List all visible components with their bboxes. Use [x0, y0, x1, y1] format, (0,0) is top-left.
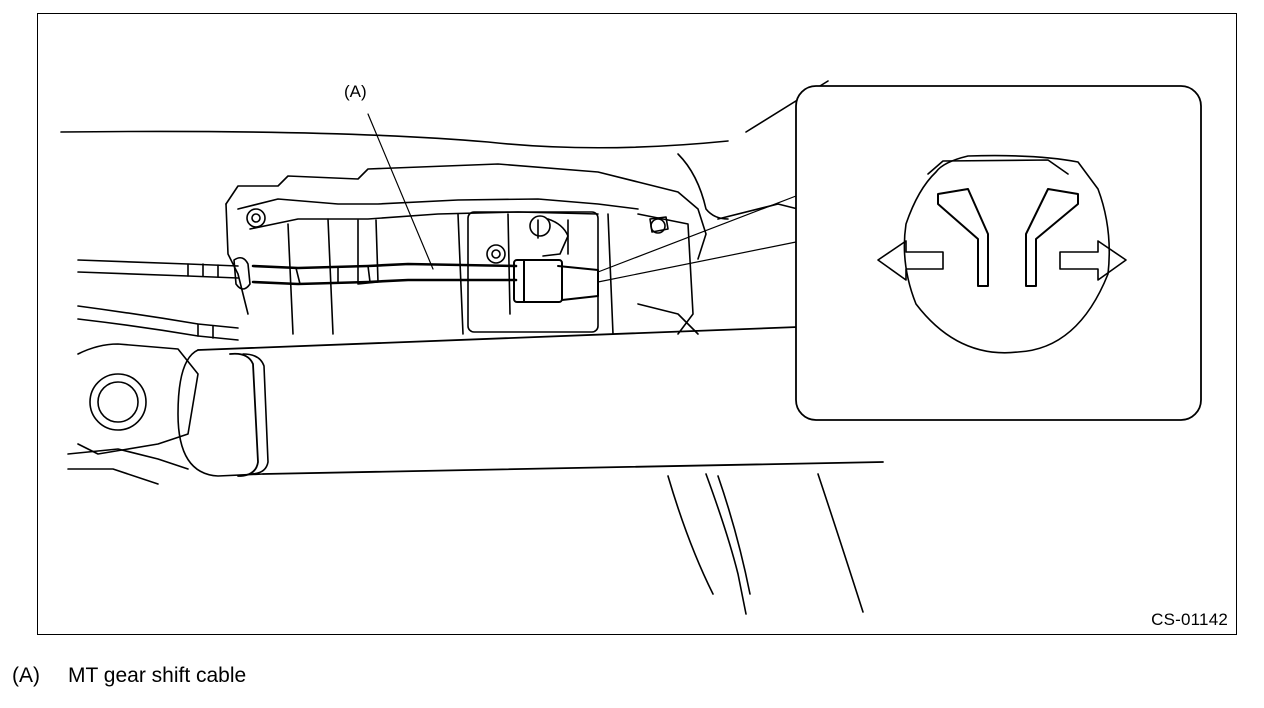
- bolt-left: [246, 208, 266, 228]
- propeller-shaft-top: [197, 326, 799, 351]
- lower-strut-1: [667, 475, 714, 595]
- detail-leader-top: [597, 195, 797, 273]
- legend-item: (A) MT gear shift cable: [12, 664, 246, 688]
- clip-body: [903, 154, 1111, 354]
- shift-cable: [251, 262, 518, 270]
- legend-text: MT gear shift cable: [68, 664, 247, 687]
- lower-strut-2: [817, 473, 864, 613]
- line-drawing: [60, 80, 1202, 615]
- illustration-frame: (A) CS-01142: [37, 13, 1237, 635]
- clip-tab-left: [937, 188, 989, 287]
- floor-contour-line: [60, 130, 729, 149]
- callout-a-label: (A): [344, 82, 367, 101]
- figure-code: CS-01142: [1151, 610, 1228, 629]
- detail-inset: [795, 85, 1202, 421]
- legend-key: (A): [12, 664, 40, 687]
- universal-joint: [77, 343, 199, 455]
- callout-leader: [367, 113, 434, 270]
- propeller-shaft-bottom: [262, 461, 884, 475]
- shaft-collar: [229, 352, 259, 477]
- clip-tab-right: [1025, 188, 1079, 287]
- outward-left-arrow: [877, 240, 944, 281]
- housing-outline: [225, 163, 707, 260]
- cable-end-ring: [233, 256, 251, 290]
- bolt-mid: [486, 244, 506, 264]
- cable-connector: [513, 259, 563, 303]
- cable-left-outer: [77, 259, 239, 267]
- outward-right-arrow: [1059, 240, 1127, 281]
- detail-leader-bottom: [597, 241, 797, 283]
